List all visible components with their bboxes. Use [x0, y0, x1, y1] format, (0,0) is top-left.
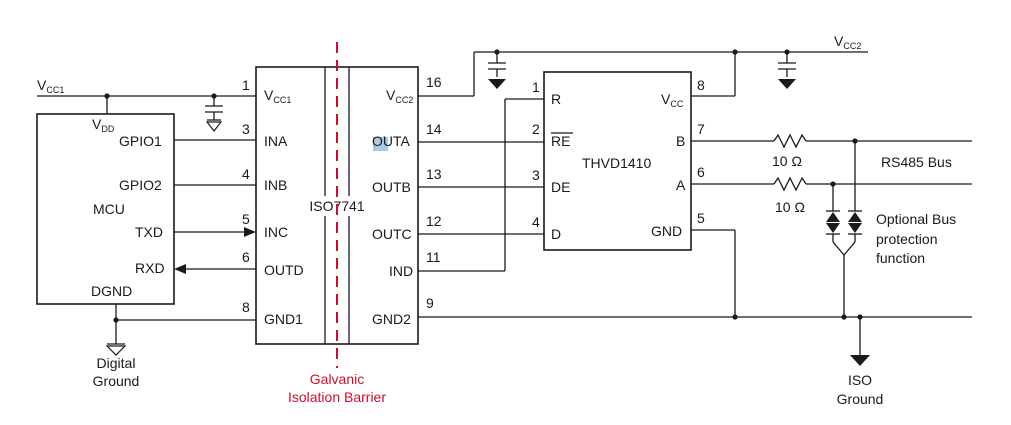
iso-xcvr-wires: [418, 98, 544, 272]
xcvr-pin1-number: 1: [532, 79, 540, 95]
resistor-r1-value: 10 Ω: [772, 153, 802, 169]
iso-pin8-number: 8: [242, 299, 250, 315]
iso-pin-ind: IND: [389, 263, 413, 279]
iso-pin16-number: 16: [426, 74, 442, 90]
iso-pin-ina: INA: [264, 133, 288, 149]
iso-pin5-number: 5: [242, 211, 250, 227]
iso-pin-outd: OUTD: [264, 262, 304, 278]
iso-pin-gnd1: GND1: [264, 311, 303, 327]
iso-pin13-number: 13: [426, 166, 442, 182]
iso-pin-inb: INB: [264, 177, 287, 193]
mcu-name: MCU: [93, 201, 125, 217]
vcc1-decoupling-capacitor: [205, 96, 223, 120]
vcc1-cap-ground-icon: [205, 119, 223, 132]
barrier-label-1: Galvanic: [310, 371, 364, 387]
mcu-pin-gpio2: GPIO2: [119, 177, 162, 193]
mcu-iso-wires: [174, 139, 256, 270]
protection-label-2: protection: [876, 231, 937, 247]
xcvr-pin-d: D: [551, 226, 561, 242]
digital-ground-icon: [105, 343, 127, 356]
iso-pin1-number: 1: [242, 77, 250, 93]
thvd1410-block: [543, 71, 692, 251]
xcvr-pin-a: A: [676, 177, 686, 193]
vcc2-decoupling-capacitor-1: [488, 52, 506, 77]
tvs-diode-b-icon: [843, 141, 862, 256]
iso-pin11-number: 11: [426, 249, 441, 265]
xcvr-pin-gnd: GND: [651, 223, 682, 239]
vcc2-label: VCC2: [834, 33, 861, 51]
xcvr-pin-re: RE: [551, 133, 570, 149]
thvd1410-name: THVD1410: [582, 155, 651, 171]
bus-a-line: [691, 176, 972, 192]
xcvr-pin8-number: 8: [697, 77, 705, 93]
tvs-diode-a-icon: [826, 184, 845, 256]
mcu-pin-dgnd: DGND: [91, 283, 132, 299]
iso-ground-label-1: ISO: [848, 372, 872, 388]
txd-arrow-icon: [244, 227, 256, 237]
bus-b-line: [691, 133, 972, 149]
barrier-label-2: Isolation Barrier: [288, 389, 386, 405]
mcu-block: [36, 113, 175, 305]
iso-ground-label-2: Ground: [837, 391, 884, 407]
xcvr-pin-b: B: [676, 133, 685, 149]
iso-pin9-number: 9: [426, 295, 434, 311]
xcvr-pin5-number: 5: [697, 210, 705, 226]
mcu-vdd-label: VDD: [92, 116, 115, 134]
iso-pin14-number: 14: [426, 121, 442, 137]
iso-pin4-number: 4: [242, 166, 250, 182]
selection-highlight: [373, 137, 388, 151]
vcc1-net: [37, 93, 256, 114]
vcc2-decoupling-capacitor-2: [778, 52, 796, 77]
iso-pin3-number: 3: [242, 121, 250, 137]
iso-pin6-number: 6: [242, 249, 250, 265]
digital-ground-label-2: Ground: [93, 373, 140, 389]
vcc2-cap2-ground-icon: [778, 79, 796, 89]
xcvr-pin3-number: 3: [532, 167, 540, 183]
iso-pin-outa: OUTA: [372, 133, 411, 149]
iso-pin-gnd2: GND2: [372, 311, 411, 327]
mcu-pin-rxd: RXD: [135, 260, 165, 276]
xcvr-pin7-number: 7: [697, 121, 705, 137]
rs485-bus-label: RS485 Bus: [881, 154, 952, 170]
rxd-arrow-icon: [174, 264, 186, 274]
mcu-pin-gpio1: GPIO1: [119, 133, 162, 149]
iso-ground-icon: [850, 355, 870, 366]
xcvr-pin-vcc: VCC: [661, 91, 684, 109]
mcu-pin-txd: TXD: [135, 224, 163, 240]
protection-label-1: Optional Bus: [876, 211, 956, 227]
iso-pin-inc: INC: [264, 224, 288, 240]
xcvr-pin2-number: 2: [532, 121, 540, 137]
protection-label-3: function: [876, 250, 925, 266]
digital-ground-net: [113, 304, 256, 344]
vcc2-cap1-ground-icon: [488, 79, 506, 89]
xcvr-pin4-number: 4: [532, 214, 540, 230]
xcvr-pin-de: DE: [551, 179, 570, 195]
resistor-r2-value: 10 Ω: [775, 199, 805, 215]
iso-pin12-number: 12: [426, 213, 442, 229]
iso-pin-vcc2: VCC2: [386, 87, 413, 105]
xcvr-pin-r: R: [551, 91, 561, 107]
iso-ground-net: [418, 229, 972, 355]
iso-pin-outc: OUTC: [372, 226, 412, 242]
vcc1-label: VCC1: [37, 77, 64, 95]
iso-pin-outb: OUTB: [372, 179, 411, 195]
iso-pin-vcc1: VCC1: [264, 87, 291, 105]
xcvr-pin6-number: 6: [697, 164, 705, 180]
digital-ground-label-1: Digital: [97, 355, 136, 371]
